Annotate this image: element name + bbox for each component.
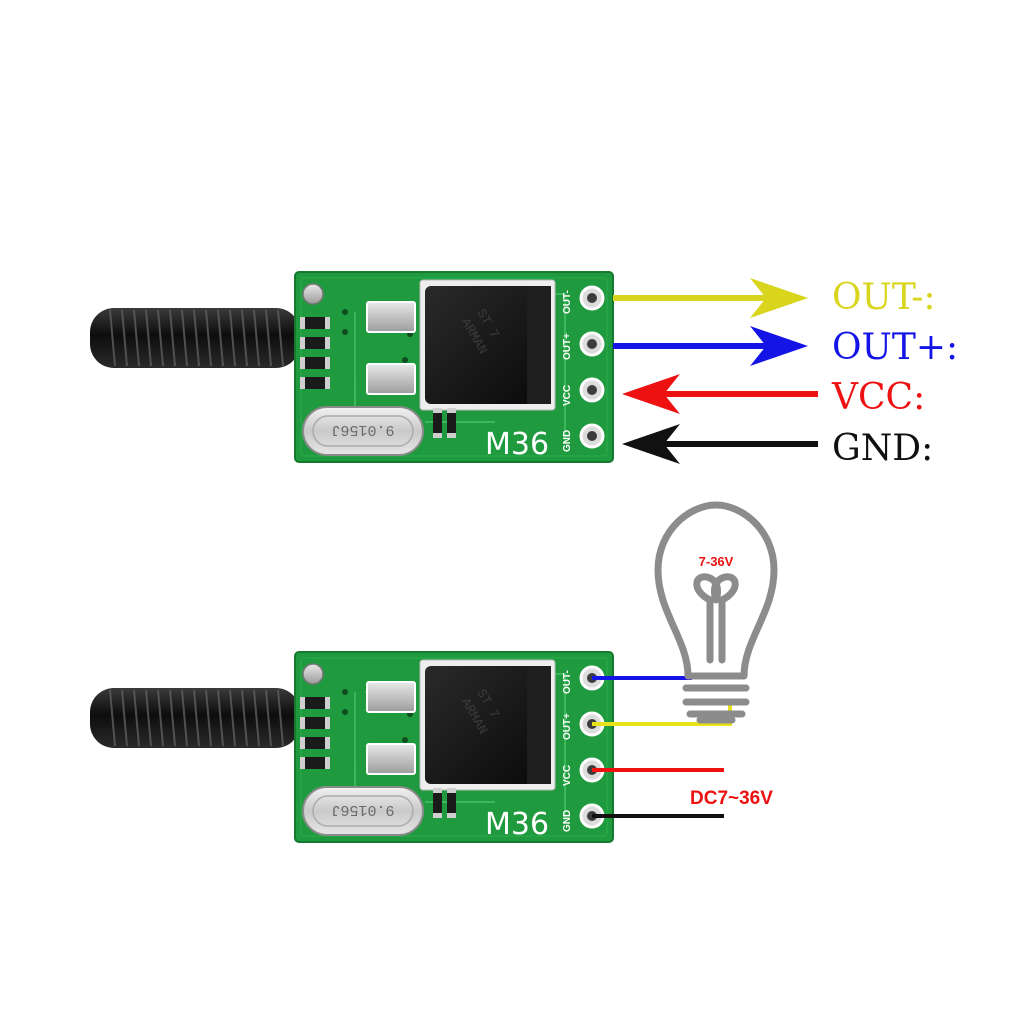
pin-label-gnd: GND [562, 430, 573, 452]
pin-label-out-minus: OUT- [562, 290, 573, 314]
board-label: M36 [485, 427, 549, 462]
pin-label-out-minus: OUT- [562, 670, 573, 694]
board-label: M36 [485, 807, 549, 842]
arrow-gnd [622, 424, 818, 464]
crystal-label: 9.0156J [331, 801, 394, 818]
pin-label-gnd: GND [562, 810, 573, 832]
arrow-out-plus [613, 326, 808, 366]
arrow-out-minus [613, 278, 808, 318]
pin-label-out-plus: OUT+ [562, 333, 573, 360]
pin-label-vcc: VCC [562, 765, 573, 786]
receiver-module-top: 9.0156J M36 OUT- OUT+ VCC GND [88, 270, 615, 464]
wire-out-plus-to-bulb [592, 700, 732, 726]
legend-out-plus: OUT+: [832, 327, 958, 368]
crystal-label: 9.0156J [331, 421, 394, 438]
pin-label-vcc: VCC [562, 385, 573, 406]
legend-gnd: GND: [832, 428, 933, 469]
receiver-module-bottom: 9.0156J M36 OUT- OUT+ VCC GND [88, 650, 615, 844]
light-bulb-icon [654, 501, 778, 724]
legend-vcc: VCC: [831, 377, 925, 418]
bulb-voltage-label: 7-36V [699, 554, 734, 569]
legend-out-minus: OUT-: [832, 277, 936, 318]
pin-label-out-plus: OUT+ [562, 713, 573, 740]
supply-voltage-label: DC7~36V [690, 788, 773, 809]
arrow-vcc [622, 374, 818, 414]
